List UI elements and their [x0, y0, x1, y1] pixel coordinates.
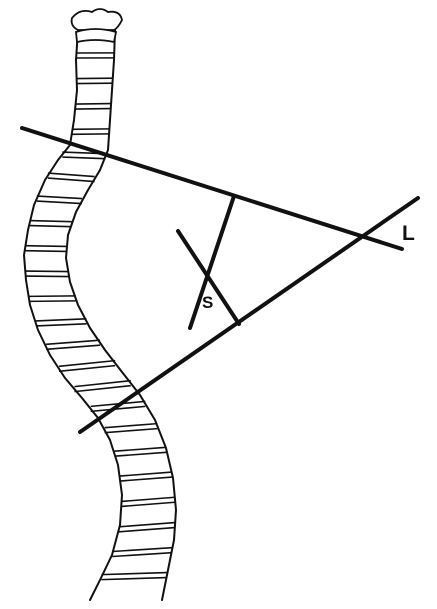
vertebra-divider	[35, 317, 87, 322]
vertebra-divider	[121, 496, 176, 503]
vertebra-divider	[118, 526, 176, 533]
vertebra-divider	[101, 576, 168, 581]
vertebral-dividers	[25, 52, 176, 581]
vertebra-top-cap	[70, 8, 123, 31]
vertebra-divider	[74, 379, 131, 388]
vertebra-divider	[47, 177, 95, 183]
vertebra-divider	[58, 359, 116, 368]
vertebra-divider	[74, 384, 131, 393]
vertebra-divider	[90, 405, 146, 413]
vertebra-divider	[36, 200, 82, 205]
vertebra-divider	[25, 244, 67, 248]
vertebra-divider	[29, 219, 72, 223]
vertebra-divider	[114, 451, 167, 457]
vertebra-divider	[46, 339, 101, 346]
vertebra-divider	[119, 476, 173, 482]
vertebra-divider	[46, 344, 101, 351]
vertebra-divider	[25, 249, 67, 253]
vertebra-divider	[118, 521, 176, 528]
vertebra-divider	[114, 446, 167, 452]
upper-perpendicular-line	[188, 194, 236, 330]
vertebra-divider	[29, 300, 76, 303]
spine-column	[23, 29, 177, 601]
label-s: S	[202, 293, 213, 312]
vertebra-divider	[35, 322, 87, 327]
vertebra-second-cap	[75, 28, 118, 44]
vertebra-divider	[104, 422, 158, 429]
vertebra-divider	[47, 172, 95, 178]
lower-perpendicular-line	[176, 229, 241, 326]
vertebra-divider	[62, 156, 106, 160]
vertebra-divider	[36, 195, 82, 200]
vertebra-divider	[58, 364, 116, 373]
cervical-top	[70, 8, 123, 44]
vertebra-divider	[29, 224, 72, 228]
upper-endplate-line	[20, 126, 404, 251]
vertebra-divider	[119, 471, 173, 477]
label-l: L	[402, 222, 415, 245]
vertebra-divider	[112, 546, 173, 553]
vertebra-divider	[112, 551, 173, 558]
vertebra-divider	[29, 295, 76, 298]
spine-left-outline	[23, 29, 123, 601]
spine-right-outline	[65, 29, 177, 601]
vertebra-divider	[121, 501, 176, 508]
vertebra-divider	[101, 571, 168, 576]
lower-endplate-line	[78, 196, 420, 434]
vertebra-divider	[104, 427, 158, 434]
